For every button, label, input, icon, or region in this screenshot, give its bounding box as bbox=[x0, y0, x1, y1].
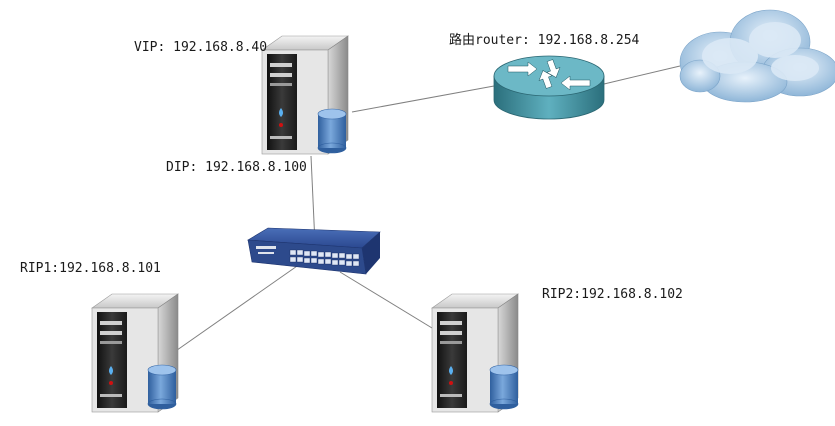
link-director-switch bbox=[310, 155, 316, 245]
real-server-1-disk-icon bbox=[147, 364, 177, 410]
link-director-router bbox=[351, 85, 495, 113]
dip-label: DIP: 192.168.8.100 bbox=[166, 160, 307, 175]
connection-lines bbox=[159, 65, 681, 363]
internet-cloud-icon bbox=[679, 9, 835, 103]
router-label: 路由router: 192.168.8.254 bbox=[449, 33, 640, 48]
router-icon bbox=[493, 55, 605, 120]
link-switch-rip1 bbox=[159, 263, 301, 363]
link-router-internet bbox=[603, 65, 681, 85]
rip2-label: RIP2:192.168.8.102 bbox=[542, 287, 683, 302]
rip1-label: RIP1:192.168.8.101 bbox=[20, 261, 161, 276]
switch-icon bbox=[247, 227, 381, 275]
vip-label: VIP: 192.168.8.40 bbox=[134, 40, 268, 55]
lvs-director-disk-icon bbox=[317, 108, 347, 154]
real-server-2-disk-icon bbox=[489, 364, 519, 410]
